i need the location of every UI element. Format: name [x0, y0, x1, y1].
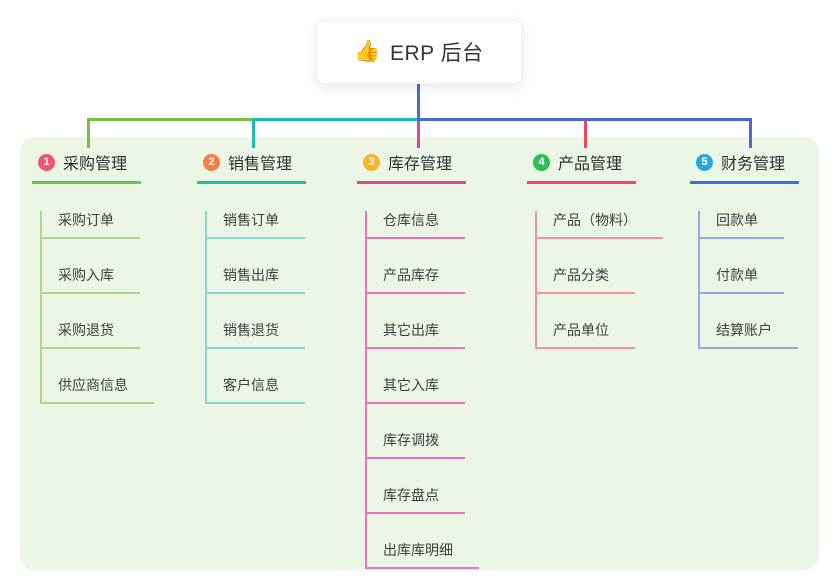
branch-sub-list: 回款单付款单结算账户: [698, 211, 798, 349]
root-node-label: ERP 后台: [390, 42, 484, 65]
branch-sub-list: 仓库信息产品库存其它出库其它入库库存调拨库存盘点出库库明细: [365, 211, 479, 569]
sub-item[interactable]: 销售订单: [205, 211, 305, 239]
branch-tree-line: [40, 211, 42, 404]
sub-item[interactable]: 采购退货: [40, 321, 140, 349]
branch-label: 财务管理: [721, 156, 786, 173]
sub-item[interactable]: 仓库信息: [365, 211, 465, 239]
sub-item[interactable]: 销售退货: [205, 321, 305, 349]
branch-number-badge: 5: [696, 153, 713, 171]
branch-header-5[interactable]: 5 财务管理: [690, 150, 800, 184]
sub-item[interactable]: 结算账户: [698, 321, 798, 349]
branch-column-4: 4 产品管理 产品（物料） 产品分类产品单位: [527, 150, 663, 349]
branch-header-4[interactable]: 4 产品管理: [527, 150, 637, 184]
sub-item[interactable]: 其它出库: [365, 321, 465, 349]
thumbs-up-icon: 👍: [354, 40, 381, 63]
sub-item[interactable]: 采购入库: [40, 266, 140, 294]
branch-column-3: 3 库存管理 仓库信息产品库存其它出库其它入库库存调拨库存盘点出库库明细: [357, 150, 479, 569]
branch-tree-line: [535, 211, 537, 349]
drop-line-branch-1: [87, 121, 90, 148]
branches-panel: [20, 137, 819, 570]
root-node-erp[interactable]: 👍 ERP 后台: [316, 20, 522, 84]
branch-label: 库存管理: [388, 156, 453, 173]
root-connector-line: [417, 84, 420, 118]
sub-item[interactable]: 采购订单: [40, 211, 140, 239]
sub-item[interactable]: 供应商信息: [40, 376, 154, 404]
branch-header-3[interactable]: 3 库存管理: [357, 150, 467, 184]
drop-line-branch-5: [749, 121, 752, 148]
bus-line-branch-2: [252, 118, 420, 121]
sub-item[interactable]: 付款单: [698, 266, 784, 294]
branch-header-2[interactable]: 2 销售管理: [197, 150, 307, 184]
sub-item[interactable]: 客户信息: [205, 376, 305, 404]
branch-number-badge: 2: [203, 153, 220, 171]
sub-item[interactable]: 回款单: [698, 211, 784, 239]
branch-column-5: 5 财务管理 回款单付款单结算账户: [690, 150, 800, 349]
branch-sub-list: 采购订单采购入库采购退货供应商信息: [40, 211, 154, 404]
drop-line-branch-3: [417, 121, 420, 148]
branch-sub-list: 产品（物料） 产品分类产品单位: [535, 211, 663, 349]
sub-item[interactable]: 库存盘点: [365, 486, 465, 514]
branch-header-1[interactable]: 1 采购管理: [32, 150, 142, 184]
branch-number-badge: 3: [363, 153, 380, 171]
branch-label: 产品管理: [558, 156, 623, 173]
sub-item[interactable]: 销售出库: [205, 266, 305, 294]
drop-line-branch-4: [584, 121, 587, 148]
bus-line-branch-5: [417, 118, 752, 121]
sub-item[interactable]: 产品（物料）: [535, 211, 663, 239]
sub-item[interactable]: 产品库存: [365, 266, 465, 294]
branch-column-2: 2 销售管理 销售订单销售出库销售退货客户信息: [197, 150, 307, 404]
branch-number-badge: 4: [533, 153, 550, 171]
branch-sub-list: 销售订单销售出库销售退货客户信息: [205, 211, 305, 404]
branch-tree-line: [698, 211, 700, 349]
sub-item[interactable]: 产品分类: [535, 266, 635, 294]
sub-item[interactable]: 出库库明细: [365, 541, 479, 569]
branch-column-1: 1 采购管理 采购订单采购入库采购退货供应商信息: [32, 150, 154, 404]
branch-number-badge: 1: [38, 153, 55, 171]
branch-tree-line: [365, 211, 367, 569]
branch-label: 采购管理: [63, 156, 128, 173]
branch-tree-line: [205, 211, 207, 404]
sub-item[interactable]: 其它入库: [365, 376, 465, 404]
sub-item[interactable]: 库存调拨: [365, 431, 465, 459]
drop-line-branch-2: [252, 121, 255, 148]
branch-label: 销售管理: [228, 156, 293, 173]
sub-item[interactable]: 产品单位: [535, 321, 635, 349]
